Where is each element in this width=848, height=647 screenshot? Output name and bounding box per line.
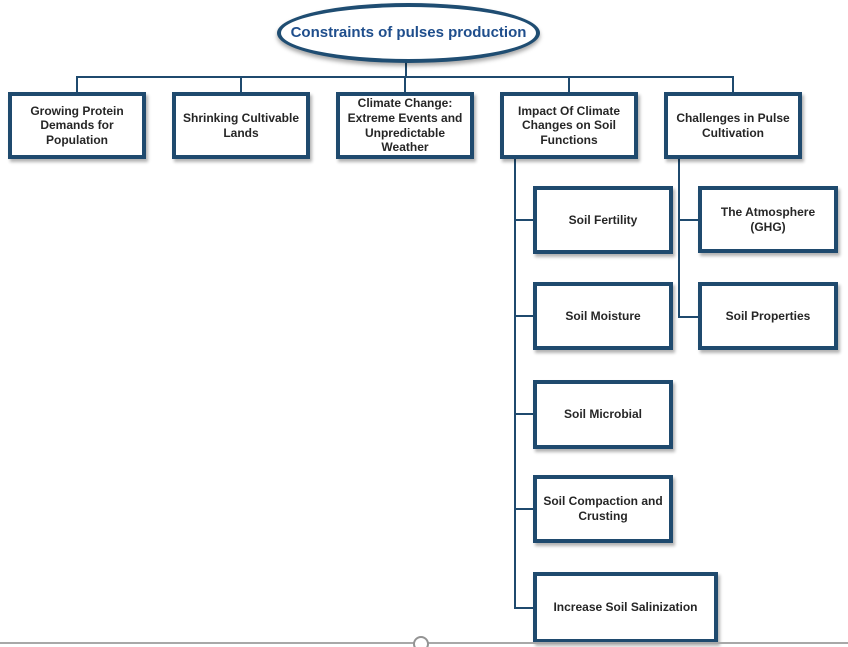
node-label: Growing Protein Demands for Population	[30, 103, 124, 147]
connector-drop-2	[240, 78, 242, 92]
node-atmosphere-ghg[interactable]: The Atmosphere (GHG)	[698, 186, 838, 253]
node-shrinking-cultivable-lands[interactable]: Shrinking Cultivable Lands	[172, 92, 310, 159]
connector-atmosphere-stub	[678, 219, 699, 221]
connector-soil-properties-stub	[678, 316, 699, 318]
connector-drop-1	[76, 78, 78, 92]
node-growing-protein-demands[interactable]: Growing Protein Demands for Population	[8, 92, 146, 159]
node-soil-compaction-crusting[interactable]: Soil Compaction and Crusting	[533, 475, 673, 543]
node-label: Soil Properties	[725, 308, 811, 323]
node-label: Impact Of Climate Changes on Soil Functi…	[517, 103, 621, 147]
node-label: Soil Microbial	[563, 407, 642, 422]
node-label: Increase Soil Salinization	[553, 600, 698, 615]
connector-soil-compaction-stub	[514, 508, 534, 510]
connector-row-horizontal	[76, 76, 734, 78]
node-impact-climate-soil-functions[interactable]: Impact Of Climate Changes on Soil Functi…	[500, 92, 638, 159]
node-soil-properties[interactable]: Soil Properties	[698, 282, 838, 350]
node-increase-soil-salinization[interactable]: Increase Soil Salinization	[533, 572, 718, 643]
connector-root-stub	[405, 61, 407, 77]
node-label: Climate Change: Extreme Events and Unpre…	[347, 96, 463, 155]
node-label: Shrinking Cultivable Lands	[182, 110, 299, 140]
node-climate-change-extreme-events[interactable]: Climate Change: Extreme Events and Unpre…	[336, 92, 474, 159]
connector-drop-3	[404, 78, 406, 92]
node-label: Soil Moisture	[565, 308, 641, 323]
root-node-label: Constraints of pulses production	[290, 24, 527, 42]
connector-soil-salinization-stub	[514, 607, 534, 609]
connector-soil-fertility-stub	[514, 219, 534, 221]
connector-challenges-vertical	[678, 158, 680, 318]
connector-drop-5	[732, 78, 734, 92]
node-label: The Atmosphere (GHG)	[720, 204, 816, 234]
connector-soil-microbial-stub	[514, 413, 534, 415]
node-label: Soil Fertility	[568, 212, 638, 227]
resize-handle-icon[interactable]	[413, 636, 429, 647]
connector-drop-4	[568, 78, 570, 92]
node-soil-microbial[interactable]: Soil Microbial	[533, 380, 673, 449]
connector-soil-vertical	[514, 158, 516, 609]
node-label: Challenges in Pulse Cultivation	[676, 110, 790, 140]
node-label: Soil Compaction and Crusting	[543, 494, 663, 523]
connector-soil-moisture-stub	[514, 315, 534, 317]
node-soil-moisture[interactable]: Soil Moisture	[533, 282, 673, 350]
root-node-constraints[interactable]: Constraints of pulses production	[277, 3, 540, 63]
node-challenges-pulse-cultivation[interactable]: Challenges in Pulse Cultivation	[664, 92, 802, 159]
node-soil-fertility[interactable]: Soil Fertility	[533, 186, 673, 254]
